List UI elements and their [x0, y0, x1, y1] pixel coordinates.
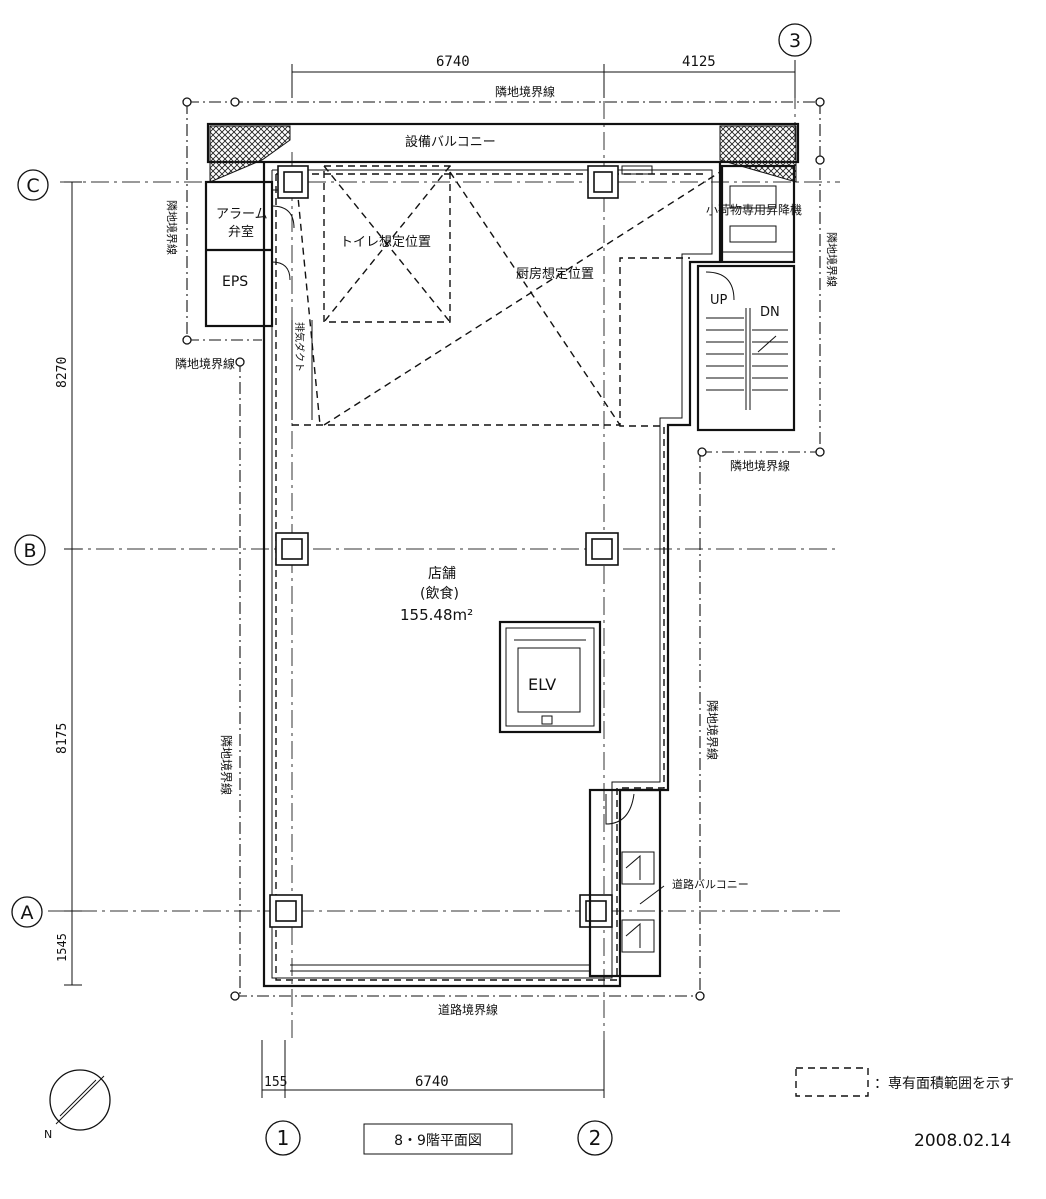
- grid-label-1: 1: [265, 1120, 301, 1156]
- dim-top-left: 6740: [436, 54, 470, 70]
- grid-label-a: A: [11, 896, 43, 928]
- kitchen-zone: [292, 171, 721, 426]
- equipment-balcony: [206, 122, 800, 183]
- boundary-left-lower: 隣地境界線: [219, 735, 234, 795]
- svg-text:B: B: [23, 540, 36, 562]
- svg-text:1: 1: [277, 1126, 290, 1150]
- store-area: 155.48m²: [400, 606, 473, 624]
- boundary-left-mid: 隣地境界線: [175, 356, 235, 371]
- grid-label-2: 2: [577, 1120, 613, 1156]
- exclusive-area-boundary: [275, 173, 706, 981]
- balcony-road-label: 道路バルコニー: [672, 877, 749, 891]
- dimension-left: 8270 8175 1545: [55, 181, 82, 986]
- title-box: [363, 1123, 513, 1155]
- boundary-right-upper: 隣地境界線: [825, 232, 839, 287]
- north-arrow-icon: N: [44, 1069, 111, 1141]
- elevator-shaft: [498, 620, 602, 734]
- svg-text:N: N: [44, 1128, 52, 1141]
- boundary-right-mid: 隣地境界線: [730, 458, 790, 473]
- alarm-valve-label: アラーム: [216, 207, 268, 222]
- stair-up-label: UP: [710, 293, 728, 308]
- legend-text: ：専有面積範囲を示す: [874, 1075, 1014, 1092]
- boundary-top: 隣地境界線: [495, 84, 555, 99]
- drawing-date: 2008.02.14: [914, 1131, 1011, 1151]
- dim-left-middle: 8175: [55, 723, 70, 754]
- dim-bottom-main: 6740: [415, 1074, 449, 1090]
- grid-label-b: B: [14, 534, 46, 566]
- toilet-zone: [323, 165, 451, 323]
- svg-text:2: 2: [589, 1126, 602, 1150]
- drawing-title: 8・9階平面図: [394, 1133, 482, 1149]
- boundary-bottom: 道路境界線: [438, 1002, 498, 1017]
- eps-label: EPS: [222, 274, 248, 290]
- boundary-left-upper: 隣地境界線: [165, 200, 179, 255]
- grid-label-3: 3: [778, 23, 812, 57]
- svg-text:C: C: [26, 175, 39, 197]
- store-use: (飲食): [420, 585, 459, 602]
- svg-text:A: A: [21, 902, 34, 924]
- dim-left-upper: 8270: [55, 357, 70, 388]
- grid-axes: [48, 60, 840, 1040]
- dim-bottom-offset: 155: [264, 1075, 287, 1090]
- store-name: 店舗: [428, 566, 456, 582]
- balcony-top-label: 設備バルコニー: [405, 134, 496, 150]
- dim-left-lower: 1545: [55, 933, 69, 962]
- dim-top-right: 4125: [682, 54, 716, 70]
- stair-core: [696, 264, 796, 432]
- small-lift-label: 小荷物専用昇降機: [706, 202, 802, 217]
- stair-down-label: DN: [760, 305, 780, 320]
- small-lift: [720, 164, 796, 264]
- svg-text:3: 3: [789, 30, 801, 52]
- toilet-position-label: トイレ想定位置: [340, 234, 431, 250]
- service-rooms: [204, 180, 306, 328]
- kitchen-position-label: 厨房想定位置: [516, 266, 594, 282]
- site-boundaries: [182, 97, 825, 1001]
- grid-label-c: C: [17, 169, 49, 201]
- legend: [795, 1067, 869, 1097]
- alarm-valve-label-2: 弁室: [228, 224, 254, 240]
- structural-columns: [269, 165, 619, 928]
- dimension-bottom: 155 6740: [261, 1040, 605, 1098]
- road-balcony: [588, 788, 665, 978]
- boundary-right-lower: 隣地境界線: [705, 700, 720, 760]
- exhaust-duct-label: 排気ダクト: [293, 322, 306, 372]
- elevator-label: ELV: [528, 675, 556, 694]
- exhaust-duct: [291, 320, 313, 420]
- dimension-top: 6740 4125: [291, 54, 796, 98]
- building-outline: [262, 162, 722, 988]
